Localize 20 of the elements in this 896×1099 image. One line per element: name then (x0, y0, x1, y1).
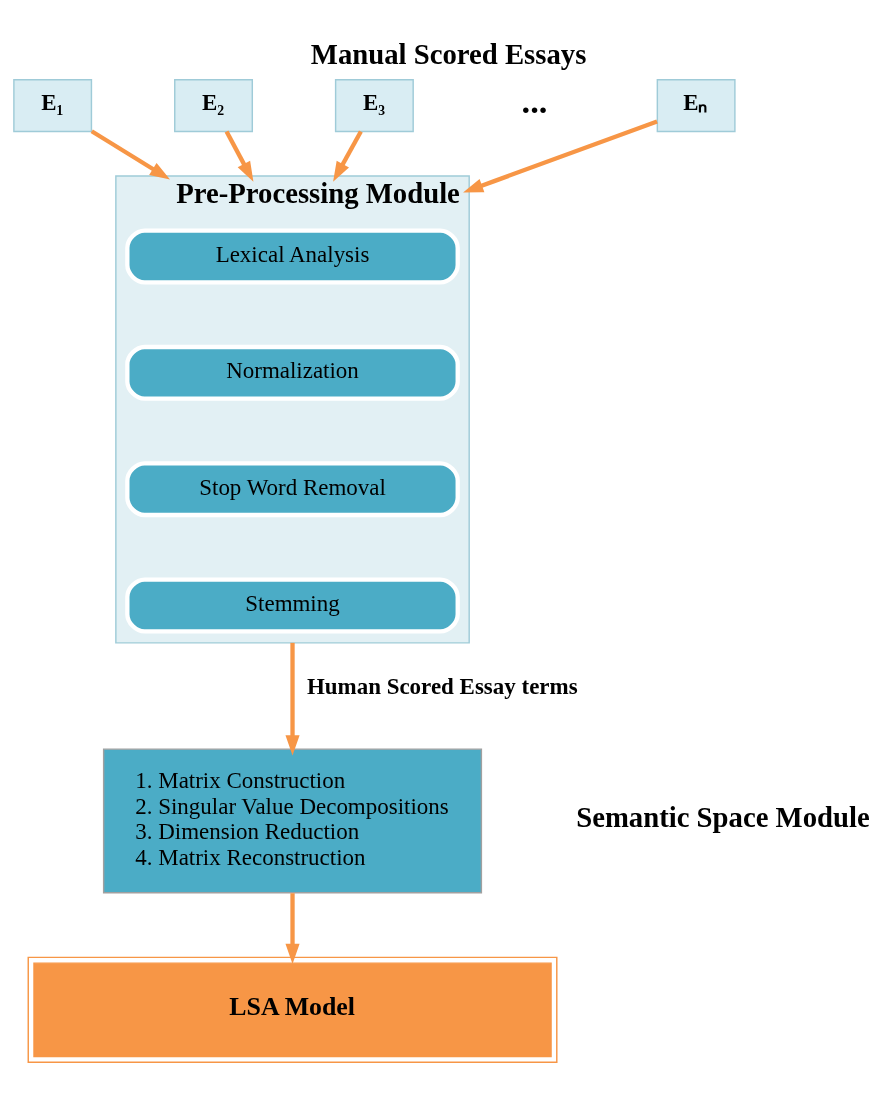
arrow (333, 130, 363, 182)
edge-label: Human Scored Essay terms (306, 674, 578, 700)
arrow (285, 893, 300, 964)
node-box: Eₙ (656, 79, 736, 133)
diagram-title: Manual Scored Essays (310, 38, 587, 71)
arrow (90, 129, 170, 180)
node-box: E₂ (174, 79, 254, 133)
node-box: Stemming (125, 577, 460, 634)
node-box: Normalization (125, 344, 460, 401)
arrow (285, 642, 300, 756)
node-box: Lexical Analysis (125, 228, 460, 285)
node-label: Semantic Space Module (576, 800, 870, 833)
node-box: E₃ (334, 79, 414, 133)
node-box: E₁ (13, 79, 93, 133)
label: ... (521, 82, 548, 121)
arrow (224, 130, 254, 182)
arrow (463, 119, 658, 193)
node-box: LSA Model (27, 956, 558, 1063)
node-box: 1. Matrix Construction 2. Singular Value Decompositions 3. Dimension Reduction 4. Matrix Reconstruction (102, 748, 483, 894)
node-box: Stop Word Removal (125, 461, 460, 518)
